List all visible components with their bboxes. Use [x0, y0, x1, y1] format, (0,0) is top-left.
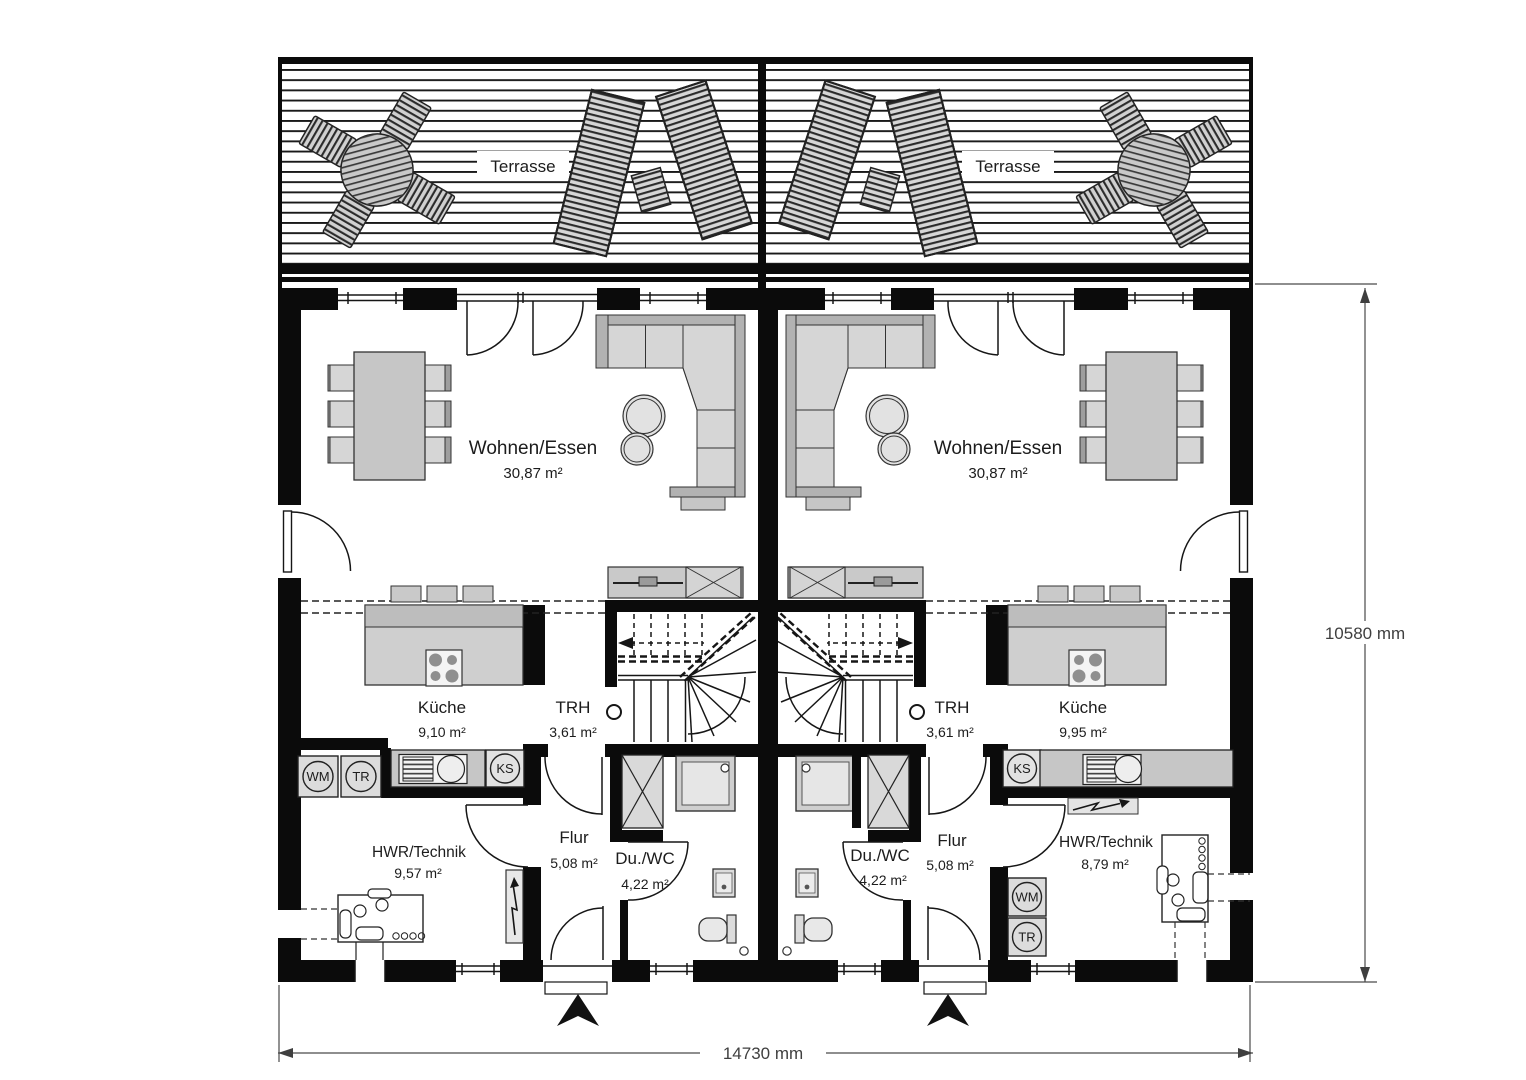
dining-set [327, 351, 452, 481]
terrace-door [457, 292, 597, 356]
terrace-label-left: Terrasse [490, 157, 555, 176]
appliance-label: KS [1013, 761, 1031, 776]
terrace-divider-wall [758, 57, 766, 288]
room-label: Flur [559, 828, 589, 847]
appliance-label: WM [306, 769, 329, 784]
room-label: TRH [556, 698, 591, 717]
window [338, 292, 706, 304]
label-bg [962, 151, 1054, 177]
terrace-table-set [298, 91, 456, 249]
toilet [698, 914, 737, 944]
kitchen-island [364, 585, 524, 687]
terrace-label-right: Terrasse [975, 157, 1040, 176]
room-area: 5,08 m² [926, 857, 974, 873]
room-label: Du./WC [850, 846, 910, 865]
room-area: 9,57 m² [394, 865, 442, 881]
walls-right-specific [852, 748, 1233, 828]
room-area: 4,22 m² [621, 876, 669, 892]
room-label: Küche [418, 698, 466, 717]
room-label: Du./WC [615, 849, 675, 868]
dim-width-label: 14730 mm [723, 1044, 803, 1063]
room-area: 3,61 m² [549, 724, 597, 740]
floor-drain [739, 946, 749, 956]
window [456, 963, 693, 975]
appliances-right-hwr [1007, 877, 1047, 957]
terrace-loungers [552, 79, 754, 258]
tech-unit-right [1156, 834, 1250, 960]
label-bg [477, 151, 569, 177]
utility-door [465, 804, 529, 868]
sideboard [607, 566, 744, 599]
room-area: 5,08 m² [550, 855, 598, 871]
room-label: TRH [935, 698, 970, 717]
appliance-row-left [297, 749, 525, 798]
stairhall-door [544, 756, 603, 815]
room-area: 3,61 m² [926, 724, 974, 740]
room-area: 30,87 m² [968, 465, 1027, 482]
walls-outer [278, 288, 758, 982]
side-door [278, 505, 352, 578]
appliance-label: TR [1018, 930, 1035, 945]
shaft [621, 754, 664, 829]
north-arrow [557, 994, 969, 1026]
vent-arrow [1067, 797, 1139, 815]
room-label: HWR/Technik [1059, 834, 1153, 851]
room-label: Wohnen/Essen [469, 438, 598, 459]
room-area: 4,22 m² [859, 872, 907, 888]
appliance-row-right [1002, 749, 1234, 788]
room-label: Wohnen/Essen [934, 438, 1063, 459]
walls-interior [523, 600, 758, 960]
electrical-panel [505, 869, 524, 944]
terrace [278, 57, 1253, 288]
shower [675, 755, 736, 812]
appliance-label: TR [352, 769, 369, 784]
room-area: 9,95 m² [1059, 724, 1107, 740]
sofa [595, 314, 746, 511]
room-area: 9,10 m² [418, 724, 466, 740]
room-label: Flur [937, 831, 967, 850]
appliance-label: KS [496, 761, 514, 776]
tech-unit-left [301, 888, 426, 960]
dim-height-label: 10580 mm [1325, 624, 1405, 643]
walls-left-specific [296, 738, 541, 798]
room-label: HWR/Technik [372, 844, 466, 861]
entrance-door [543, 906, 612, 995]
wall-slots [278, 873, 1253, 982]
party-wall [758, 288, 778, 982]
stairs [606, 612, 757, 743]
appliance-label: WM [1015, 890, 1038, 905]
room-area: 30,87 m² [503, 465, 562, 482]
room-area: 8,79 m² [1081, 856, 1129, 872]
bath-sink [712, 868, 736, 898]
room-label: Küche [1059, 698, 1107, 717]
bath-door [627, 841, 689, 901]
